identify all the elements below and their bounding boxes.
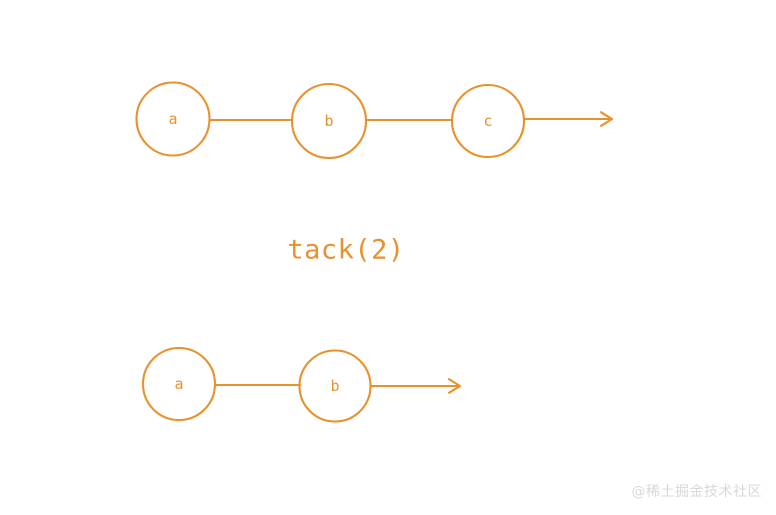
node-label-c: c [483,112,492,130]
arrow-head-icon [447,378,462,394]
operation-label: tack(2) [287,235,404,266]
node-circle-b-after[interactable] [298,349,372,423]
node-label-b: b [324,112,333,130]
node-circle-a[interactable] [135,81,211,157]
node-label-a-after: a [174,375,183,393]
arrow-head-icon [599,111,614,127]
watermark: @稀土掘金技术社区 [631,484,762,500]
list-before: a b c [135,81,614,160]
node-label-a: a [168,110,177,128]
list-after: a b [141,346,462,423]
node-circle-b[interactable] [290,82,368,160]
node-circle-c[interactable] [450,83,526,159]
node-circle-a-after[interactable] [141,346,217,422]
node-label-b-after: b [330,377,339,395]
